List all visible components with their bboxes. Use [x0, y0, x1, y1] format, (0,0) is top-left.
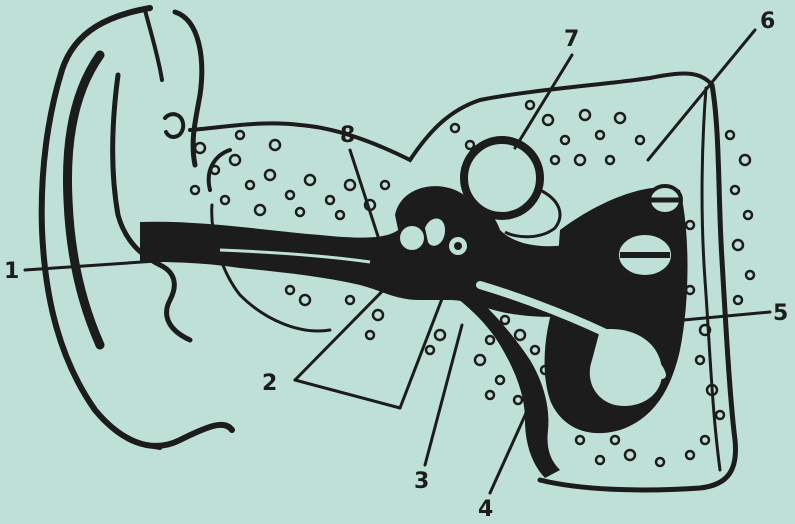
label-4: 4: [478, 497, 493, 522]
label-5: 5: [773, 301, 788, 326]
label-7: 7: [564, 27, 579, 52]
label-3: 3: [414, 469, 429, 494]
label-2: 2: [262, 371, 277, 396]
leader-line-7: [515, 55, 572, 148]
label-6: 6: [760, 9, 775, 34]
leader-line-4: [490, 400, 532, 493]
leader-line-2b: [295, 380, 400, 408]
label-8: 8: [340, 123, 355, 148]
label-1: 1: [4, 259, 19, 284]
